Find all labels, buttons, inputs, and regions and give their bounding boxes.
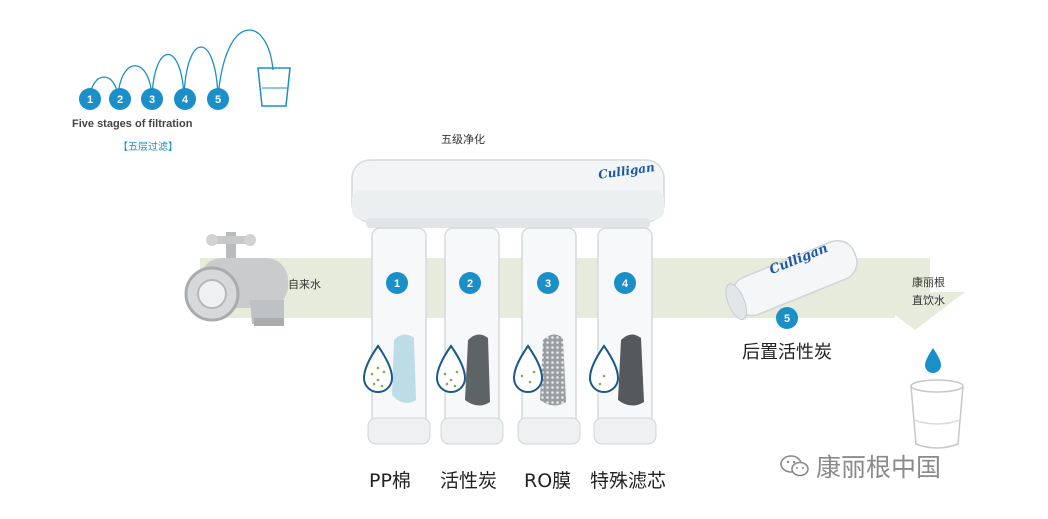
legend-glass-icon [257,67,291,107]
legend-number-3: 3 [149,94,155,106]
header-label: 五级净化 [441,133,485,146]
legend-subtitle: 【五层过滤】 [118,142,178,153]
outlet-label-line1: 康丽根 [912,276,945,289]
cartridge-numbers: 1 2 3 4 5 [394,278,790,325]
legend-title: Five stages of filtration [72,118,193,130]
watermark-text: 康丽根中国 [816,453,942,482]
drinking-glass-icon [910,379,964,449]
wechat-icon [780,455,809,477]
faucet-icon [184,232,288,326]
legend-number-1: 1 [87,94,93,106]
stage-label-1: PP棉 [369,470,411,492]
inlet-label: 自来水 [288,278,321,291]
outlet-label-line2: 直饮水 [912,294,945,307]
cartridge-4 [593,227,657,445]
cartridge-number-badges [386,272,798,329]
legend-arcs [89,29,274,99]
legend-number-5: 5 [215,94,221,106]
cartridge-2 [440,227,504,445]
stage-number-5: 5 [784,313,790,325]
post-filter-label: 后置活性炭 [742,342,832,363]
stage-label-2: 活性炭 [440,470,498,492]
water-drop-icons [362,344,620,393]
watermark: 康丽根中国 [780,448,941,484]
filter-housing [351,159,665,228]
legend-number-circles [79,88,229,110]
stage-number-2: 2 [467,278,473,290]
stage-label-4: 特殊滤芯 [590,470,667,492]
legend-number-4: 4 [182,94,189,106]
legend-numbers: 1 2 3 4 5 [87,94,221,106]
stage-number-4: 4 [622,278,629,290]
cartridge-3 [517,227,581,445]
stage-number-3: 3 [545,278,551,290]
stage-number-1: 1 [394,278,400,290]
output-drop-icon [925,348,941,373]
cartridge-1 [367,227,431,445]
stage-label-3: RO膜 [524,470,572,492]
post-filter-cartridge [725,239,858,321]
drop-particles [370,366,606,388]
legend-number-2: 2 [117,94,123,106]
